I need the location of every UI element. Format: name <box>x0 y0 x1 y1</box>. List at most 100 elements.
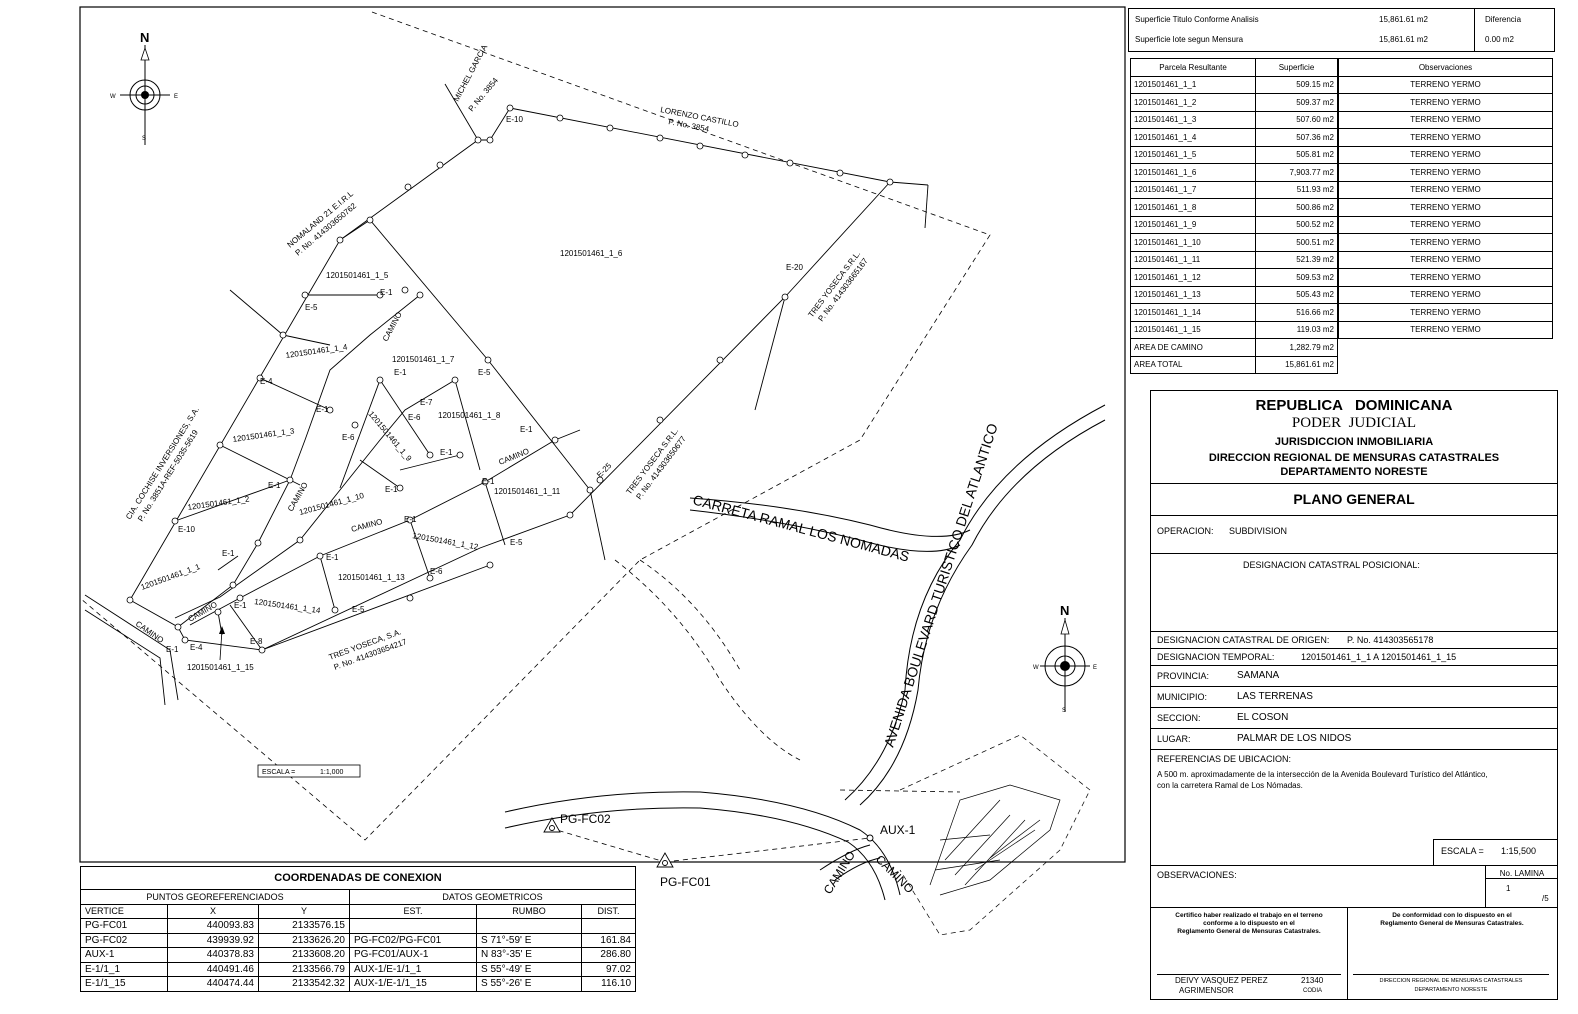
municipio-value: LAS TERRENAS <box>1237 691 1313 702</box>
desig-temporal-row: DESIGNACION TEMPORAL: 1201501461_1_1 A 1… <box>1151 648 1557 666</box>
distance-cell: 116.10 <box>581 976 636 992</box>
compass-n-label: N <box>140 30 149 45</box>
plan-title-row: PLANO GENERAL <box>1151 483 1557 514</box>
map-scale-box <box>257 764 361 778</box>
provincia-value: SAMANA <box>1237 670 1280 681</box>
vertex-label: E-1 <box>380 288 393 297</box>
parcel-observation: TERRENO YERMO <box>1338 180 1553 199</box>
parcel-label: 1201501461_1_8 <box>438 411 501 420</box>
operacion-row: OPERACION: SUBDIVISION <box>1151 515 1557 554</box>
surveyor-codia: 21340 <box>1301 976 1324 985</box>
compass-w-label: W <box>110 94 116 100</box>
owner-parcel-label: P. No. 3854 <box>467 76 501 114</box>
camino-label: CAMINO <box>821 848 858 896</box>
municipio-row: MUNICIPIO: LAS TERRENAS <box>1151 686 1557 708</box>
map-scale-value: 1:1,000 <box>320 769 343 776</box>
parcel-label: 1201501461_1_11 <box>494 487 561 496</box>
table-row: TERRENO YERMO <box>1338 285 1553 304</box>
x-cell: 440378.83 <box>167 947 259 963</box>
parcel-observation: TERRENO YERMO <box>1338 233 1553 252</box>
surveyor-role: AGRIMENSOR <box>1179 986 1234 995</box>
parcel-observation: TERRENO YERMO <box>1338 163 1553 182</box>
vertex-markers <box>126 104 894 654</box>
parcel-label: 1201501461_1_10 <box>298 491 365 517</box>
camino-label: CAMINO <box>381 310 404 342</box>
desig-origen-value: P. No. 414303565178 <box>1347 635 1434 645</box>
vertex-label: E-10 <box>178 525 195 534</box>
vertex-label: E-1 <box>440 448 453 457</box>
vertex-label: E-4 <box>260 377 273 386</box>
parcel-observation: TERRENO YERMO <box>1338 215 1553 234</box>
survey-point-label: AUX-1 <box>880 823 916 837</box>
table-row: TERRENO YERMO <box>1338 268 1553 287</box>
group-header: PUNTOS GEOREFERENCIADOS <box>80 889 350 905</box>
column-header: X <box>167 903 259 919</box>
summary-value: 15,861.61 m2 <box>1379 15 1428 24</box>
vertex-label: E-25 <box>595 461 614 480</box>
country-title: REPUBLICA DOMINICANA <box>1255 397 1453 414</box>
cert-left-text: Certifico haber realizado el trabajo en … <box>1175 912 1323 919</box>
coordinates-table: COORDENADAS DE CONEXION PUNTOS GEOREFERE… <box>80 866 636 992</box>
table-row: TERRENO YERMO <box>1338 303 1553 322</box>
parcel-label: 1201501461_1_12 <box>412 531 480 552</box>
vertex-label: E-6 <box>408 413 421 422</box>
vertex-label: E-5 <box>305 303 318 312</box>
summary-label: Superficie lote segun Mensura <box>1135 35 1244 44</box>
parcel-area: 516.66 m2 <box>1255 303 1338 322</box>
vertex-label: E-7 <box>420 398 433 407</box>
parcel-observation: TERRENO YERMO <box>1338 303 1553 322</box>
x-cell: 439939.92 <box>167 932 259 948</box>
compass-s-label: S <box>1062 708 1066 714</box>
column-header: Observaciones <box>1338 58 1553 77</box>
compass-e-label: E <box>174 94 178 100</box>
y-cell: 2133566.79 <box>258 961 350 977</box>
parcel-observation: TERRENO YERMO <box>1338 320 1553 339</box>
referencias-text: A 500 m. aproximadamente de la intersecc… <box>1157 770 1488 779</box>
vertex-label: E-4 <box>190 643 203 652</box>
survey-point-label: PG-FC02 <box>560 812 611 826</box>
bearing-cell: S 55°-49' E <box>476 961 582 977</box>
parcel-label: 1201501461_1_6 <box>560 249 623 258</box>
column-header: Superficie <box>1255 58 1338 77</box>
municipio-label: MUNICIPIO: <box>1157 692 1208 702</box>
title-block: REPUBLICA DOMINICANA PODER JUDICIAL JURI… <box>1150 390 1558 1000</box>
provincia-label: PROVINCIA: <box>1157 671 1210 681</box>
seccion-value: EL COSON <box>1237 712 1289 723</box>
lamina-label: No. LAMINA <box>1486 869 1558 879</box>
parcel-id: 1201501461_1_3 <box>1130 110 1256 129</box>
cert-right-text: Reglamento General de Mensuras Catastral… <box>1380 920 1524 927</box>
surface-summary: Superficie Titulo Conforme Analisis 15,8… <box>1128 8 1555 52</box>
parcel-area: 500.52 m2 <box>1255 215 1338 234</box>
referencias-row: REFERENCIAS DE UBICACION: A 500 m. aprox… <box>1151 749 1557 840</box>
x-cell: 440491.46 <box>167 961 259 977</box>
x-cell: 440474.44 <box>167 976 259 992</box>
survey-point-icon <box>543 817 874 868</box>
cert-left-text: Reglamento General de Mensuras Catastral… <box>1177 928 1321 935</box>
parcel-label: 1201501461_1_15 <box>187 663 254 672</box>
parcel-id: 1201501461_1_11 <box>1130 250 1256 269</box>
table-row: TERRENO YERMO <box>1338 320 1553 339</box>
parcel-id: 1201501461_1_2 <box>1130 93 1256 112</box>
bearing-cell: S 71°-59' E <box>476 932 582 948</box>
lamina-box: No. LAMINA 1 /5 <box>1485 866 1558 908</box>
parcel-observation: TERRENO YERMO <box>1338 93 1553 112</box>
vertex-label: E-1 <box>385 485 398 494</box>
table-row: TERRENO YERMO <box>1338 215 1553 234</box>
vertex-label: E-6 <box>342 433 355 442</box>
camino-label: CAMINO <box>350 517 383 534</box>
compass-w-label: W <box>1033 665 1039 671</box>
area-total-label: AREA TOTAL <box>1130 355 1256 374</box>
y-cell: 2133576.15 <box>258 918 350 934</box>
cert-left-text: conforme a lo dispuesto en el <box>1203 920 1295 927</box>
x-cell: 440093.83 <box>167 918 259 934</box>
referencias-text: con la carretera Ramal de Los Nómadas. <box>1157 781 1303 790</box>
surveyor-name: DEIVY VASQUEZ PEREZ <box>1175 976 1268 985</box>
